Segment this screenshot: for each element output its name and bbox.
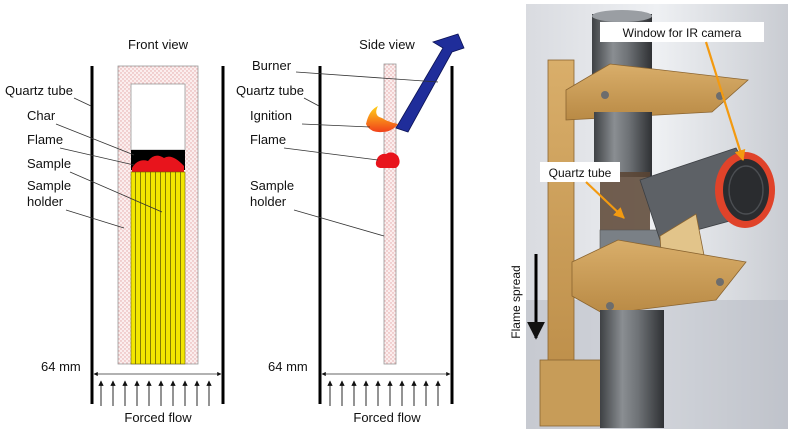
front-char-leader xyxy=(55,123,135,156)
photo-wood-plate-top xyxy=(565,63,749,121)
side-quartz-tube-label: Quartz tube xyxy=(236,83,304,98)
photo-window-inner xyxy=(728,165,764,215)
front-view-title: Front view xyxy=(128,37,189,52)
side-flame-leader xyxy=(283,147,379,161)
front-view-panel: Front view Quartz tube Char Flame Sample… xyxy=(5,37,225,425)
front-flame-shape xyxy=(132,155,184,172)
front-flow-arrows xyxy=(98,380,212,406)
side-burner-leader xyxy=(295,71,439,83)
side-view-title: Side view xyxy=(359,37,415,52)
photo-quartz-label: Quartz tube xyxy=(549,166,612,180)
side-width-label: 64 mm xyxy=(268,359,308,374)
side-flame-label: Flame xyxy=(250,132,286,147)
photo-pipe-lower xyxy=(600,310,664,428)
side-ignition-leader xyxy=(301,123,371,128)
side-ignition-label: Ignition xyxy=(250,108,292,123)
photo-quartz-label-box xyxy=(540,162,620,182)
side-flow-arrows xyxy=(327,380,441,406)
side-sample-holder xyxy=(383,63,397,365)
photo-wood-base xyxy=(539,359,607,427)
front-flame-label: Flame xyxy=(27,132,63,147)
front-sample-strip xyxy=(130,171,186,365)
photo-pipe-top xyxy=(592,10,652,22)
side-flow-label: Forced flow xyxy=(353,410,421,425)
front-holder-leader xyxy=(65,209,125,229)
front-flame-leader xyxy=(59,147,135,166)
front-flow-label: Forced flow xyxy=(124,410,192,425)
side-holder-leader xyxy=(293,209,385,237)
side-holder-label-2: holder xyxy=(250,194,287,209)
side-ignition-flame xyxy=(366,106,398,133)
front-sample-label: Sample xyxy=(27,156,71,171)
photo-window-glass xyxy=(723,159,769,221)
front-quartz-tube-label: Quartz tube xyxy=(5,83,73,98)
photo-flame-spread-label: Flame spread xyxy=(509,265,523,338)
photo-quartz-leader xyxy=(585,181,625,219)
side-burner-label: Burner xyxy=(252,58,292,73)
side-holder-label-1: Sample xyxy=(250,178,294,193)
apparatus-photo: Window for IR camera Quartz tube Flame s… xyxy=(509,4,788,429)
photo-bolt xyxy=(601,91,609,99)
side-flame-shape xyxy=(375,152,400,168)
photo-window-label: Window for IR camera xyxy=(623,26,742,40)
front-holder-label-2: holder xyxy=(27,194,64,209)
front-holder-window xyxy=(130,83,186,151)
photo-wood-plate-bottom xyxy=(571,239,747,315)
front-width-label: 64 mm xyxy=(41,359,81,374)
photo-window-label-box xyxy=(600,22,764,42)
side-quartz-leader xyxy=(303,97,320,107)
photo-bolt xyxy=(606,302,614,310)
photo-window-leader xyxy=(704,41,746,162)
front-quartz-leader xyxy=(73,97,92,107)
front-sample-leader xyxy=(69,171,163,213)
side-view-panel: Side view Burner Quartz tube Ignition Fl… xyxy=(236,33,465,425)
side-burner-shape xyxy=(395,33,465,133)
photo-bolt xyxy=(716,278,724,286)
front-char-label: Char xyxy=(27,108,56,123)
front-holder-label-1: Sample xyxy=(27,178,71,193)
